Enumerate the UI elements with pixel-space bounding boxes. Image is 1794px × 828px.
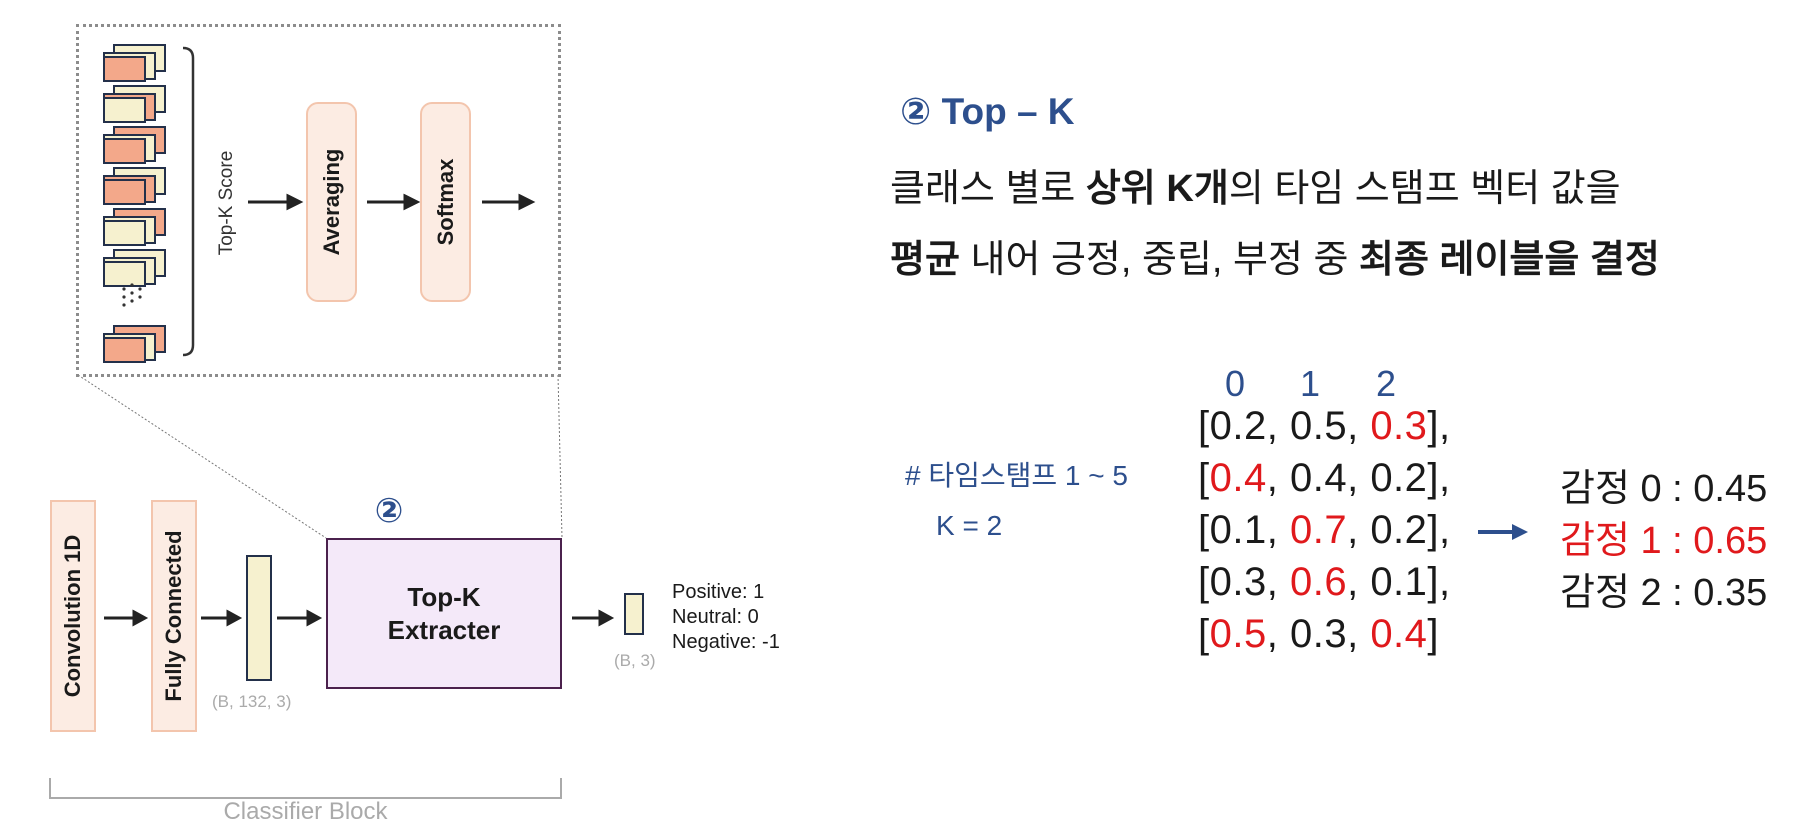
line2-bold-c: 최종 레이블을 결정 — [1359, 239, 1660, 281]
description-line-1: 클래스 별로 상위 K개의 타임 스탬프 벡터 값을 — [890, 157, 1621, 212]
timestamps-note: # 타임스탬프 1 ~ 5 — [905, 460, 1128, 491]
line1-bold: 상위 K개 — [1085, 168, 1229, 210]
heading-badge: ② — [900, 91, 932, 132]
section-heading: ② Top – K — [900, 90, 1075, 133]
matrix-row-1: [0.2, 0.5, 0.3], — [1198, 404, 1451, 448]
heading-title: Top – K — [941, 91, 1075, 132]
convolution-1d-label: Convolution 1D — [60, 534, 85, 698]
line1-text-c: 의 타임 스탬프 벡터 값을 — [1228, 168, 1621, 210]
top-k-extracter-box: Top-K Extracter — [326, 538, 562, 689]
averaging-label: Averaging — [318, 148, 344, 256]
averaging-box: Averaging — [306, 102, 357, 302]
result-emotion-1: 감정 1 : 0.65 — [1560, 520, 1768, 562]
top-k-score-label-box: Top-K Score — [212, 140, 242, 265]
legend-positive: Positive: 1 — [672, 581, 765, 603]
top-k-score-label: Top-K Score — [216, 150, 237, 255]
diagram-lines — [49, 44, 615, 799]
col-header-2: 2 — [1376, 363, 1397, 404]
zoom-frame — [76, 24, 561, 377]
convolution-1d-box: Convolution 1D — [50, 500, 96, 732]
fully-connected-label: Fully Connected — [161, 530, 186, 702]
matrix-row-2: [0.4, 0.4, 0.2], — [1198, 456, 1451, 500]
fully-connected-box: Fully Connected — [151, 500, 197, 732]
line2-text-b: 내어 긍정, 중립, 부정 중 — [959, 239, 1360, 281]
legend-negative: Negative: -1 — [672, 631, 780, 653]
result-emotion-0: 감정 0 : 0.45 — [1560, 468, 1768, 510]
col-header-1: 1 — [1300, 363, 1321, 404]
top-k-extracter-line1: Top-K — [407, 581, 481, 612]
line2-bold-a: 평균 — [890, 239, 960, 281]
matrix-row-4: [0.3, 0.6, 0.1], — [1198, 560, 1451, 604]
output-shape: (B, 3) — [614, 651, 656, 670]
result-arrow — [1478, 524, 1528, 540]
softmax-box: Softmax — [420, 102, 471, 302]
top-k-extracter-line2: Extracter — [387, 614, 501, 645]
fc-output-tensor — [246, 555, 272, 681]
softmax-label: Softmax — [432, 158, 458, 246]
result-emotion-2: 감정 2 : 0.35 — [1560, 572, 1768, 614]
matrix-row-5: [0.5, 0.3, 0.4] — [1198, 612, 1440, 656]
fc-output-shape: (B, 132, 3) — [212, 692, 292, 711]
legend-neutral: Neutral: 0 — [672, 606, 759, 628]
output-tensor — [624, 593, 644, 635]
feature-cards — [103, 44, 166, 363]
matrix-row-3: [0.1, 0.7, 0.2], — [1198, 508, 1451, 552]
classifier-block-label: Classifier Block — [223, 798, 388, 825]
description-line-2: 평균 내어 긍정, 중립, 부정 중 최종 레이블을 결정 — [890, 228, 1660, 283]
ellipsis-dots — [122, 283, 142, 307]
step-2-badge: ② — [374, 492, 404, 530]
col-header-0: 0 — [1225, 363, 1246, 404]
label-legend: Positive: 1 Neutral: 0 Negative: -1 — [672, 580, 780, 655]
line1-text-a: 클래스 별로 — [890, 168, 1086, 210]
k-note: K = 2 — [936, 510, 1003, 541]
